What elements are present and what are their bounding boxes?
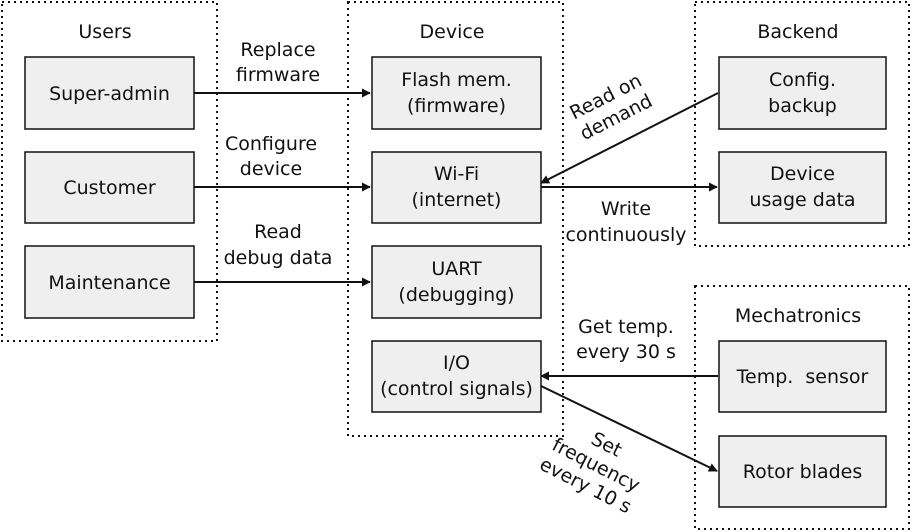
edge-label-line: device bbox=[240, 158, 302, 180]
node-label-line: Super-admin bbox=[49, 83, 170, 105]
node-label-line: usage data bbox=[749, 189, 855, 211]
node-label-line: Device bbox=[770, 163, 835, 185]
edge-label-line: Replace bbox=[240, 39, 315, 61]
node-maintenance: Maintenance bbox=[24, 245, 195, 319]
node-uart: UART (debugging) bbox=[371, 245, 542, 319]
edge-configure-device: Configure device bbox=[194, 133, 371, 192]
group-device: Device bbox=[347, 1, 564, 437]
node-label-line: Wi-Fi bbox=[434, 163, 479, 185]
node-temp-sensor: Temp. sensor bbox=[718, 340, 887, 413]
node-label-line: (firmware) bbox=[407, 95, 506, 117]
node-label-line: (control signals) bbox=[380, 378, 533, 400]
node-label-line: I/O bbox=[443, 352, 470, 374]
node-wifi: Wi-Fi (internet) bbox=[371, 151, 542, 224]
node-label-line: (internet) bbox=[412, 189, 502, 211]
edge-write-continuously: Write continuously bbox=[541, 182, 718, 246]
node-label-line: Temp. sensor bbox=[736, 366, 869, 388]
node-rotor-blades: Rotor blades bbox=[718, 435, 887, 508]
edge-label-line: debug data bbox=[224, 247, 333, 269]
edge-label-line: Configure bbox=[225, 133, 317, 155]
node-label-line: Rotor blades bbox=[743, 461, 863, 483]
group-backend-title: Backend bbox=[757, 21, 838, 43]
group-mechatronics-title: Mechatronics bbox=[735, 305, 861, 327]
node-config-backup: Config. backup bbox=[718, 56, 887, 130]
edge-read-on-demand: Read on demand bbox=[540, 70, 719, 184]
node-label-line: UART bbox=[431, 258, 482, 280]
group-users-title: Users bbox=[78, 21, 131, 43]
edge-label-line: firmware bbox=[236, 64, 320, 86]
node-label-line: (debugging) bbox=[398, 284, 514, 306]
edge-read-debug: Read debug data bbox=[194, 221, 371, 287]
edge-label-line: Read bbox=[254, 221, 302, 243]
group-device-title: Device bbox=[420, 21, 485, 43]
node-label-line: Customer bbox=[63, 177, 155, 199]
node-device-usage-data: Device usage data bbox=[718, 151, 887, 224]
node-customer: Customer bbox=[24, 151, 195, 224]
node-flash-memory: Flash mem. (firmware) bbox=[371, 56, 542, 130]
node-label-line: Maintenance bbox=[48, 272, 170, 294]
edge-label-line: Write bbox=[601, 198, 651, 220]
node-io: I/O (control signals) bbox=[371, 340, 542, 413]
edge-replace-firmware: Replace firmware bbox=[194, 39, 371, 98]
node-label-line: backup bbox=[768, 95, 837, 117]
edge-get-temp: Get temp. every 30 s bbox=[540, 316, 718, 381]
group-mechatronics: Mechatronics bbox=[694, 285, 910, 530]
node-label-line: Config. bbox=[769, 69, 836, 91]
edge-label-line: every 30 s bbox=[576, 341, 676, 363]
group-backend: Backend bbox=[694, 1, 910, 247]
edge-label-line: Get temp. bbox=[578, 316, 674, 338]
group-users: Users bbox=[1, 1, 218, 342]
edge-label-line: continuously bbox=[565, 224, 686, 246]
node-super-admin: Super-admin bbox=[24, 56, 195, 130]
node-label-line: Flash mem. bbox=[401, 69, 512, 91]
